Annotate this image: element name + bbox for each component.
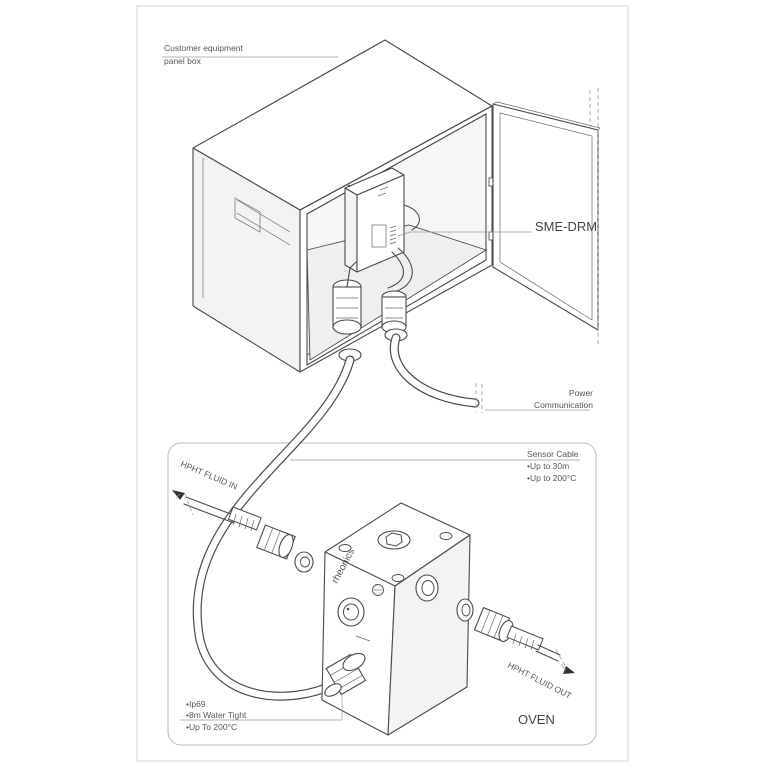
- gland-water-tight: •8m Water Tight: [186, 710, 247, 720]
- power-label: Power: [569, 388, 593, 398]
- sensor-cable-gland: [324, 652, 367, 697]
- panel-box-label-2: panel box: [164, 56, 202, 66]
- arrow-out-icon: [563, 666, 575, 674]
- oven-enclosure: [167, 442, 597, 746]
- sme-drm-label: SME-DRM: [535, 219, 597, 234]
- sensor-cable-label: Sensor Cable: [527, 449, 579, 459]
- sme-drm-module: [344, 167, 405, 273]
- sensor-block: [321, 502, 471, 736]
- inlet-fittings: [183, 496, 314, 573]
- outlet-fittings: [456, 598, 561, 662]
- sensor-cable-length: •Up to 30m: [527, 461, 569, 471]
- inlet-cut: [184, 493, 194, 516]
- panel-box-label-1: Customer equipment: [164, 43, 244, 53]
- sensor-cable: [192, 355, 355, 701]
- oven-label: OVEN: [518, 712, 555, 727]
- outlet-cut: [555, 649, 567, 668]
- gland-temp: •Up To 200°C: [186, 722, 237, 732]
- gland-ip69: •Ip69: [186, 699, 206, 709]
- power-cable: [389, 333, 480, 408]
- arrow-in-icon: [172, 490, 185, 500]
- communication-label: Communication: [534, 400, 593, 410]
- sensor-cable-temp: •Up to 200°C: [527, 473, 576, 483]
- panel-glands: [332, 261, 408, 362]
